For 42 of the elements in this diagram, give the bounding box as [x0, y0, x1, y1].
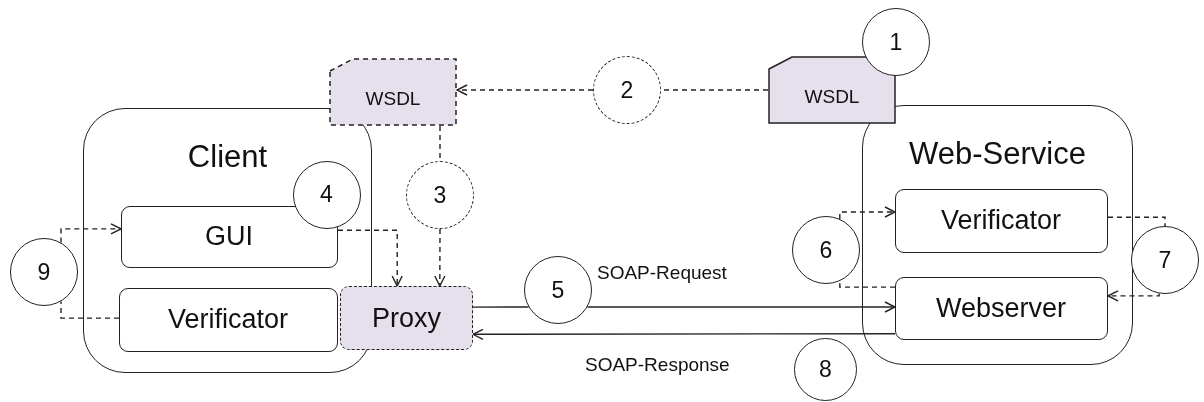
step-number: 3 [433, 181, 447, 209]
node-label: Verificator [167, 304, 289, 335]
arrow [472, 328, 896, 340]
node-label: Proxy [372, 302, 441, 334]
node-label: WSDL [365, 88, 421, 110]
arrow [839, 206, 896, 220]
step-number: 6 [819, 236, 833, 264]
arrow [60, 223, 122, 244]
arrow [337, 229, 403, 287]
step-number: 9 [37, 258, 51, 286]
step-number: 5 [551, 276, 565, 304]
node-label: GUI [205, 221, 253, 252]
step-number: 8 [819, 356, 832, 383]
arrow [434, 228, 446, 287]
node-label: Webserver [935, 292, 1066, 324]
process-box [118, 287, 338, 352]
container-title: Web-Service [909, 136, 1086, 172]
node-label: Verificator [940, 205, 1062, 236]
edge-label: SOAP-Response [585, 354, 730, 376]
node-label: WSDL [804, 86, 860, 108]
document-shape [329, 58, 457, 126]
process-box [894, 276, 1108, 340]
process-box [120, 205, 338, 268]
step-number: 1 [889, 28, 903, 56]
edge-label: SOAP-Request [597, 262, 727, 284]
connector-line [1107, 216, 1166, 227]
connector-line [472, 306, 530, 308]
container-title: Client [187, 139, 268, 175]
container-box [83, 108, 372, 373]
connector-line [839, 280, 896, 288]
process-box [894, 188, 1108, 253]
arrow [586, 301, 896, 313]
step-number: 2 [620, 76, 634, 104]
process-box [340, 286, 473, 350]
arrow [456, 84, 594, 96]
document-shape [768, 56, 896, 124]
connector-line [60, 300, 120, 319]
step-number: 7 [1158, 246, 1172, 274]
step-number: 4 [320, 181, 333, 208]
step-circle [792, 216, 860, 284]
arrow [1107, 290, 1160, 302]
container-box [862, 105, 1133, 365]
